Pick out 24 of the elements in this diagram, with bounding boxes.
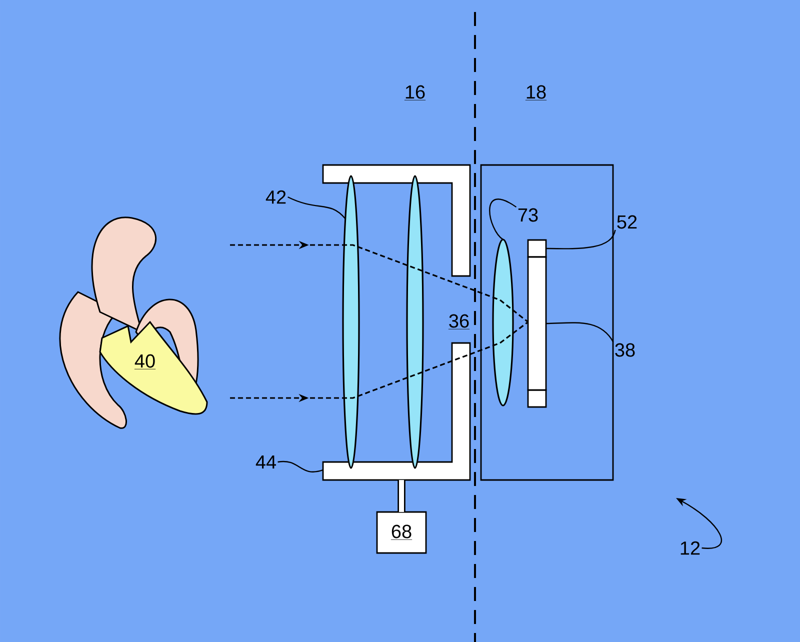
callout-number: 38 bbox=[615, 343, 635, 357]
image-sensor bbox=[527, 256, 547, 408]
reference-numeral: 16 bbox=[404, 85, 426, 100]
leader-line bbox=[288, 196, 346, 220]
leader-line bbox=[489, 198, 517, 240]
callout-number: 42 bbox=[266, 190, 286, 204]
callout-number: 73 bbox=[518, 208, 538, 222]
leader-line bbox=[546, 322, 614, 342]
lens bbox=[406, 175, 424, 469]
lens bbox=[492, 238, 514, 406]
callout-number: 12 bbox=[680, 541, 700, 555]
reference-numeral: 18 bbox=[525, 85, 547, 100]
reference-numeral: 36 bbox=[448, 314, 470, 330]
leader-line bbox=[278, 460, 324, 472]
sensor-cap bbox=[527, 239, 547, 258]
lens-housing bbox=[322, 164, 471, 481]
lens bbox=[342, 175, 360, 469]
support-post bbox=[398, 480, 406, 512]
callout-number: 44 bbox=[256, 455, 276, 469]
callout-number: 52 bbox=[617, 215, 637, 229]
leader-line bbox=[546, 230, 616, 250]
module-housing bbox=[480, 164, 614, 481]
banana-drawing: 40 bbox=[59, 216, 208, 429]
controller-box: 68 bbox=[376, 511, 427, 554]
